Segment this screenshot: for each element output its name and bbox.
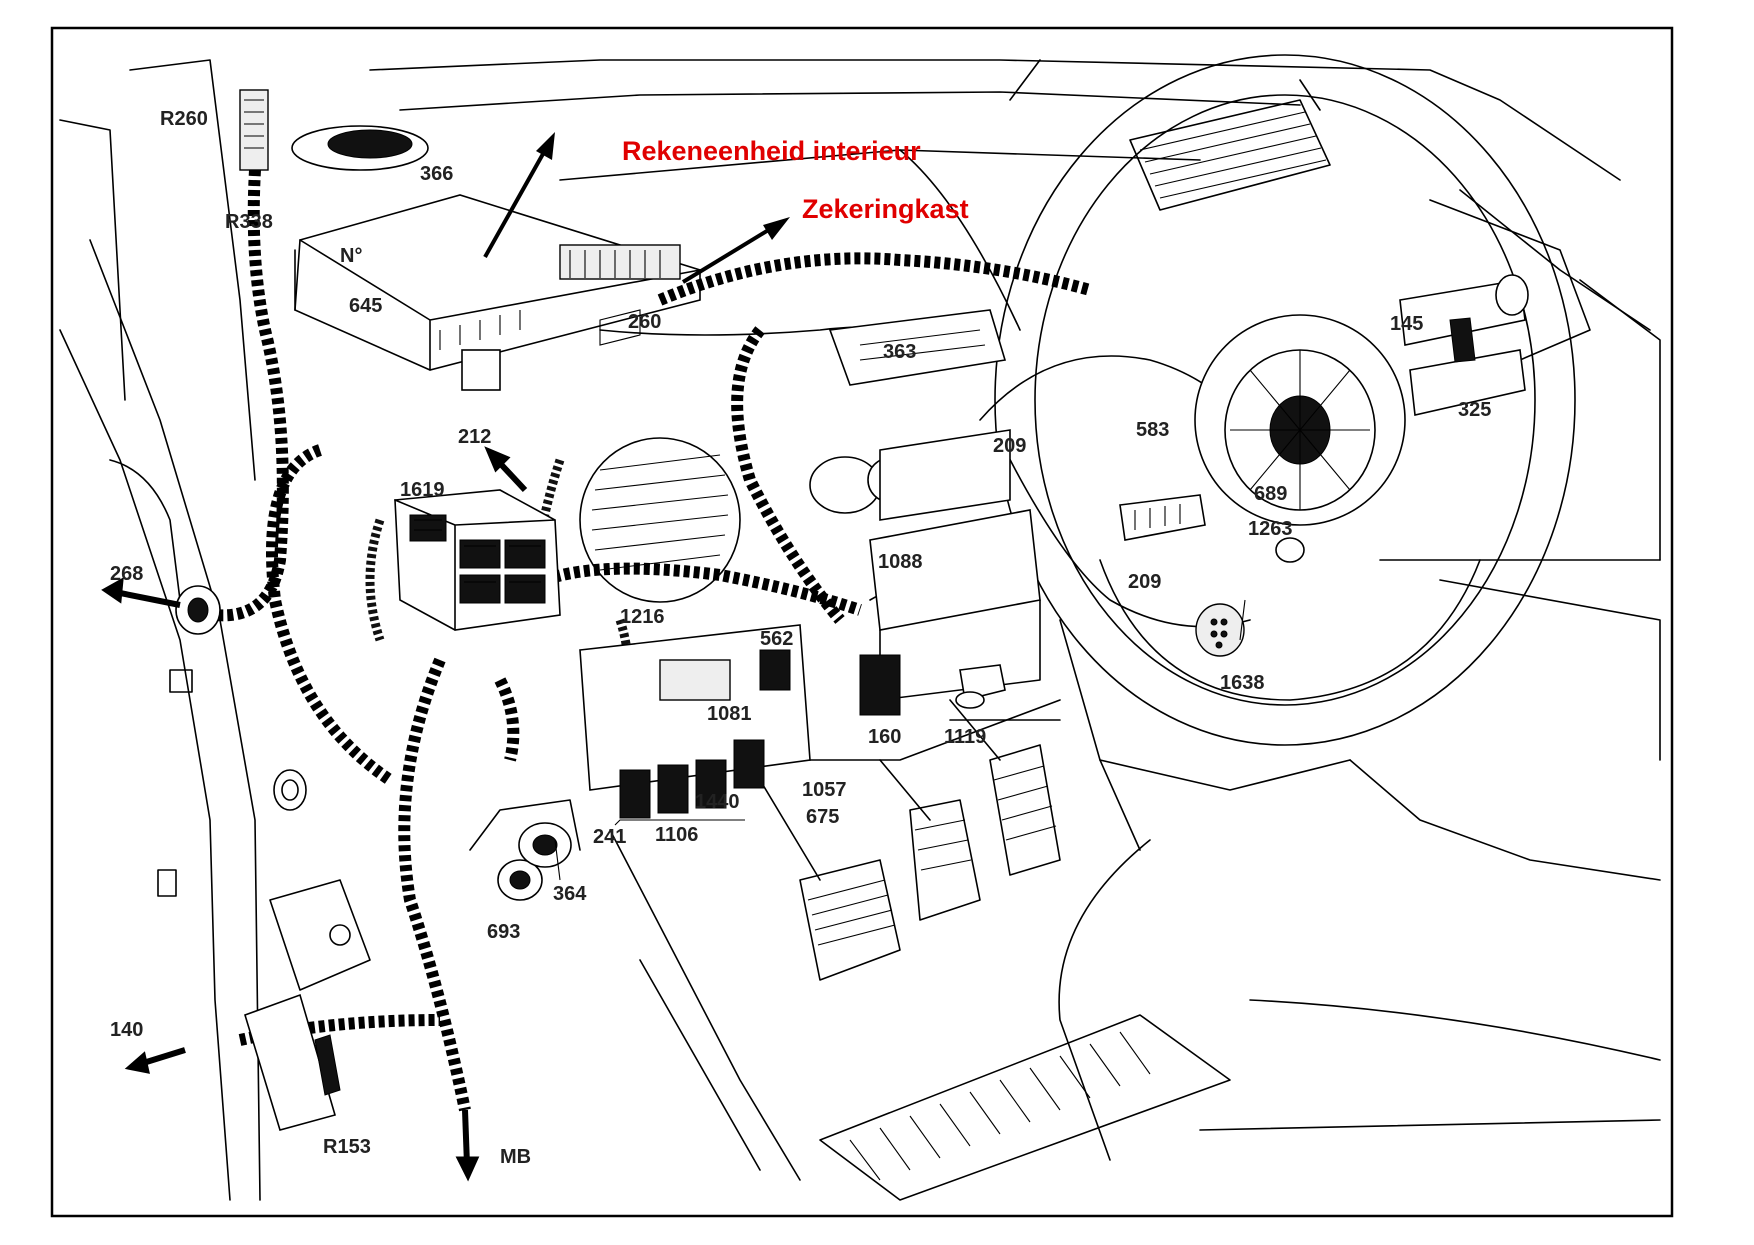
label-241: 241 — [593, 826, 626, 848]
leader-lines — [554, 599, 1246, 881]
steering-column-stalk — [809, 429, 1011, 521]
label-r338: R338 — [225, 211, 273, 233]
label-140: 140 — [110, 1019, 143, 1041]
arrow-140 — [124, 1051, 150, 1074]
label-325: 325 — [1458, 399, 1491, 421]
connector-1119 — [955, 664, 1006, 709]
label-1081: 1081 — [707, 703, 752, 725]
dash-vent-top — [1129, 99, 1331, 211]
label-268: 268 — [110, 563, 143, 585]
switch-panel — [579, 624, 811, 819]
label-r153: R153 — [323, 1136, 371, 1158]
label-209-bottom: 209 — [1128, 571, 1161, 593]
label-1619: 1619 — [400, 479, 445, 501]
grommet-268 — [175, 585, 221, 635]
steering-wheel — [994, 54, 1591, 746]
label-364: 364 — [553, 883, 587, 905]
clock-spring-689 — [1194, 274, 1529, 526]
label-366: 366 — [420, 163, 453, 185]
arrows — [101, 132, 790, 1182]
label-363: 363 — [883, 341, 916, 363]
lighting-switch-693 — [469, 799, 581, 901]
label-1216: 1216 — [620, 606, 665, 628]
page-frame — [50, 26, 1674, 1218]
label-1057: 1057 — [802, 779, 847, 801]
label-mb: MB — [500, 1146, 531, 1168]
part-labels: R260 366 R338 N° 645 260 363 145 325 583… — [110, 108, 1491, 1168]
label-1638: 1638 — [1220, 672, 1265, 694]
arrow-268 — [101, 577, 124, 604]
label-1088: 1088 — [878, 551, 923, 573]
connector-r260 — [239, 89, 269, 171]
annotation-fuse-box: Zekeringkast — [802, 194, 969, 224]
label-1106: 1106 — [655, 824, 698, 846]
label-r260: R260 — [160, 108, 208, 130]
label-645: 645 — [349, 295, 382, 317]
label-209-top: 209 — [993, 435, 1026, 457]
connector-1263 — [1275, 537, 1305, 563]
connector-r153 — [244, 993, 341, 1131]
connector-1638 — [1195, 603, 1245, 657]
label-1119: 1119 — [944, 726, 986, 748]
label-583: 583 — [1136, 419, 1169, 441]
label-693: 693 — [487, 921, 520, 943]
dashboard-outline — [369, 59, 1661, 1181]
speaker-366 — [291, 125, 429, 171]
floor-mat — [819, 1014, 1231, 1201]
centre-air-vent — [579, 437, 741, 603]
label-675: 675 — [806, 806, 839, 828]
label-1440: 1440 — [695, 791, 740, 813]
label-n-degree: N° — [340, 245, 362, 267]
connector-583 — [1119, 494, 1206, 541]
label-145: 145 — [1390, 313, 1423, 335]
relay-box-1619 — [394, 489, 561, 631]
pedals — [759, 699, 1061, 981]
label-1263: 1263 — [1248, 518, 1293, 540]
annotation-computer-unit: Rekeneenheid interieur — [622, 136, 921, 166]
label-689: 689 — [1254, 483, 1287, 505]
arrow-head-computer — [536, 132, 555, 160]
annotations: Rekeneenheid interieur Zekeringkast — [622, 136, 969, 224]
module-363 — [828, 309, 1007, 386]
computer-unit-645 — [294, 194, 701, 391]
arrow-212 — [484, 446, 511, 473]
label-212: 212 — [458, 426, 491, 448]
label-260: 260 — [628, 311, 661, 333]
label-562: 562 — [760, 628, 793, 650]
arrow-mb — [455, 1156, 480, 1182]
label-160: 160 — [868, 726, 901, 748]
arrow-head-fuse — [763, 217, 790, 240]
connector-160 — [859, 654, 901, 716]
